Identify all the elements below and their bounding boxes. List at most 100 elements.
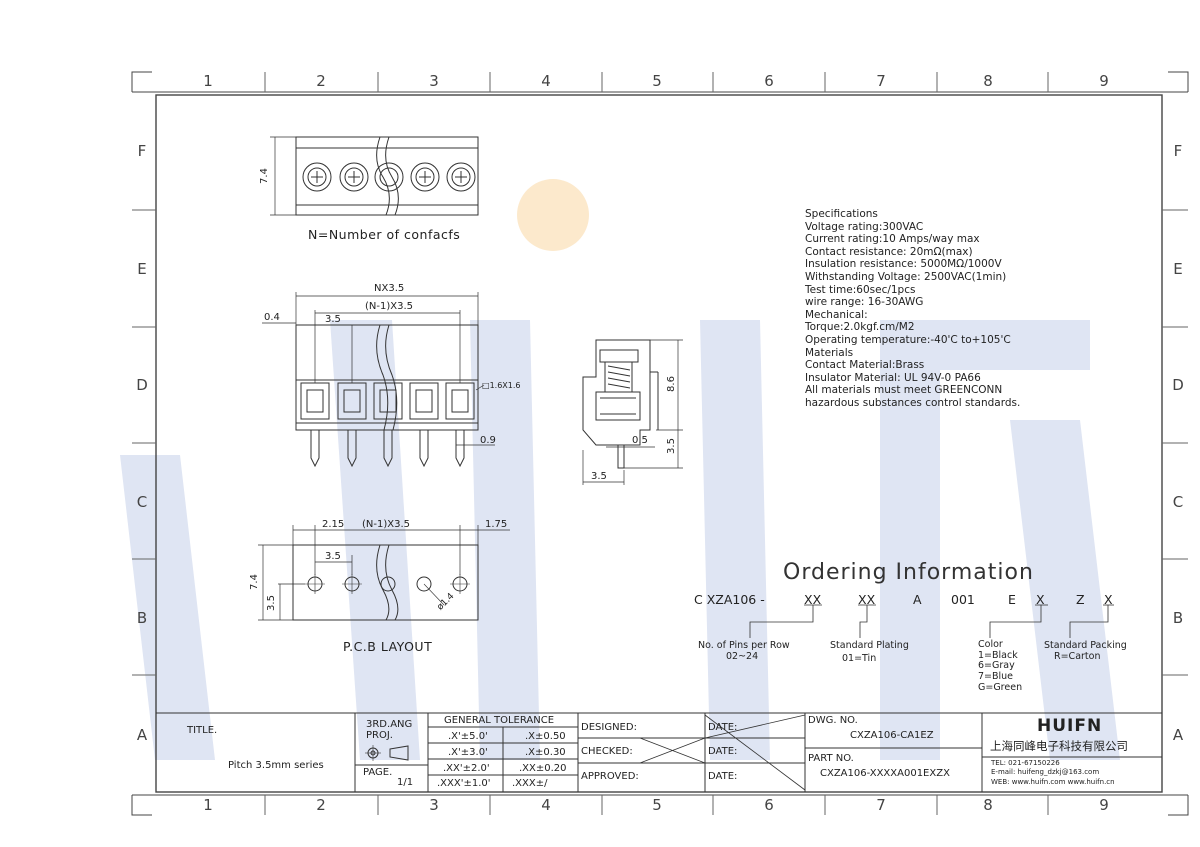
- dim-side-pin-length: 3.5: [665, 438, 677, 454]
- specifications-block: Specifications Voltage rating:300VAC Cur…: [805, 208, 1020, 410]
- zone-col-2-top: 2: [316, 72, 326, 90]
- zone-col-3-bottom: 3: [429, 796, 439, 814]
- spec-line: Mechanical:: [805, 308, 868, 321]
- designed-label: DESIGNED:: [581, 722, 637, 733]
- spec-line: Torque:2.0kgf.cm/M2: [805, 321, 915, 334]
- pcb-dim-row-offset: 3.5: [265, 595, 277, 611]
- order-code-001: 001: [951, 592, 975, 607]
- drawing-number-value: CXZA106-CA1EZ: [850, 730, 934, 741]
- company-logo: HUIFN: [1037, 716, 1103, 736]
- zone-col-9-top: 9: [1099, 72, 1109, 90]
- zone-row-d-left: D: [136, 376, 148, 394]
- color-label: Color: [978, 639, 1003, 650]
- spec-line: Contact resistance: 20mΩ(max): [805, 245, 973, 258]
- zone-col-5-top: 5: [652, 72, 662, 90]
- order-code-e: E: [1008, 592, 1016, 607]
- spec-line: Operating temperature:-40'C to+105'C: [805, 333, 1011, 346]
- page-label: PAGE.: [363, 767, 393, 778]
- zone-col-8-bottom: 8: [983, 796, 993, 814]
- zone-col-9-bottom: 9: [1099, 796, 1109, 814]
- packing-label: Standard Packing: [1044, 640, 1127, 651]
- pins-range: 02~24: [726, 651, 759, 662]
- zone-row-f-left: F: [137, 142, 147, 160]
- dim-pitch-span: (N-1)X3.5: [365, 301, 414, 312]
- ordering-title: Ordering Information: [783, 560, 1034, 585]
- order-code-a: A: [913, 592, 922, 607]
- pcb-dim-pitch: 3.5: [325, 551, 341, 562]
- color-option: 1=Black: [978, 650, 1018, 661]
- dim-side-depth: 3.5: [591, 471, 607, 482]
- checked-date-label: DATE:: [708, 746, 738, 757]
- dim-pitch: 3.5: [325, 314, 341, 325]
- zone-row-b-left: B: [136, 609, 148, 627]
- pcb-layout-view: [258, 525, 510, 621]
- zone-col-4-bottom: 4: [541, 796, 551, 814]
- zone-col-3-top: 3: [429, 72, 439, 90]
- pcb-layout-caption: P.C.B LAYOUT: [343, 639, 433, 654]
- tolerance-header: GENERAL TOLERANCE: [444, 715, 555, 726]
- spec-line: Specifications: [805, 208, 878, 220]
- zone-col-6-top: 6: [764, 72, 774, 90]
- company-name: 上海同峰电子科技有限公司: [990, 739, 1128, 753]
- order-code-prefix: C XZA106 -: [694, 592, 765, 607]
- zone-col-5-bottom: 5: [652, 796, 662, 814]
- tolerance-linear-1: .X±0.50: [525, 731, 566, 742]
- zone-row-c-right: C: [1172, 493, 1184, 511]
- zone-col-4-top: 4: [541, 72, 551, 90]
- color-option: 6=Gray: [978, 660, 1015, 671]
- pins-label: No. of Pins per Row: [698, 640, 790, 651]
- tolerance-angle-4: .XXX'±1.0': [437, 778, 491, 789]
- zone-col-6-bottom: 6: [764, 796, 774, 814]
- zone-row-e-right: E: [1173, 260, 1183, 278]
- order-code-color: X: [1036, 592, 1045, 607]
- order-code-pins: XX: [804, 592, 822, 607]
- plating-value: 01=Tin: [842, 653, 877, 664]
- company-web: WEB: www.huifn.com www.huifn.cn: [991, 778, 1115, 786]
- title-block: [156, 712, 1162, 792]
- spec-line: Voltage rating:300VAC: [805, 220, 924, 233]
- part-number-value: CXZA106-XXXXA001EXZX: [820, 768, 950, 779]
- pcb-dim-right-edge: 1.75: [485, 519, 508, 530]
- tolerance-angle-2: .X'±3.0': [448, 747, 488, 758]
- spec-line: All materials must meet GREENCONN: [805, 384, 1003, 397]
- side-view: [582, 339, 683, 485]
- tolerance-linear-3: .XX±0.20: [519, 763, 567, 774]
- zone-col-1-bottom: 1: [203, 796, 213, 814]
- zone-col-7-top: 7: [876, 72, 886, 90]
- company-email: E-mail: huifeng_dzkj@163.com: [991, 768, 1100, 776]
- approved-label: APPROVED:: [581, 771, 639, 782]
- approved-date-label: DATE:: [708, 771, 738, 782]
- spec-line: Current rating:10 Amps/way max: [805, 233, 980, 246]
- drawing-number-label: DWG. NO.: [808, 715, 858, 726]
- zone-row-e-left: E: [137, 260, 147, 278]
- spec-line: Insulation resistance: 5000MΩ/1000V: [805, 258, 1002, 271]
- tolerance-linear-4: .XXX±/: [512, 778, 548, 789]
- spec-line: Test time:60sec/1pcs: [805, 283, 916, 296]
- dim-side-height: 8.6: [665, 376, 677, 392]
- zone-col-8-top: 8: [983, 72, 993, 90]
- title-value: Pitch 3.5mm series: [228, 760, 324, 771]
- top-view: [270, 136, 479, 216]
- packing-value: R=Carton: [1054, 651, 1101, 662]
- front-view: [262, 292, 495, 468]
- plating-label: Standard Plating: [830, 640, 909, 651]
- color-option: G=Green: [978, 682, 1023, 693]
- dim-pin-width: 0.9: [480, 435, 496, 446]
- order-code-z: Z: [1076, 592, 1085, 607]
- order-code-plating: XX: [858, 592, 876, 607]
- company-tel: TEL: 021-67150226: [991, 759, 1060, 767]
- order-code-packing: X: [1104, 592, 1113, 607]
- checked-label: CHECKED:: [581, 746, 633, 757]
- spec-line: Contact Material:Brass: [805, 359, 925, 372]
- spec-line: Materials: [805, 346, 854, 359]
- page-value: 1/1: [397, 777, 414, 788]
- top-view-caption: N=Number of confacfs: [308, 227, 461, 242]
- zone-row-a-right: A: [1172, 726, 1184, 744]
- pcb-dim-left-edge: 2.15: [322, 519, 345, 530]
- spec-line: Withstanding Voltage: 2500VAC(1min): [805, 270, 1007, 283]
- zone-row-d-right: D: [1172, 376, 1184, 394]
- zone-row-f-right: F: [1173, 142, 1183, 160]
- dim-offset: 0.4: [264, 312, 280, 323]
